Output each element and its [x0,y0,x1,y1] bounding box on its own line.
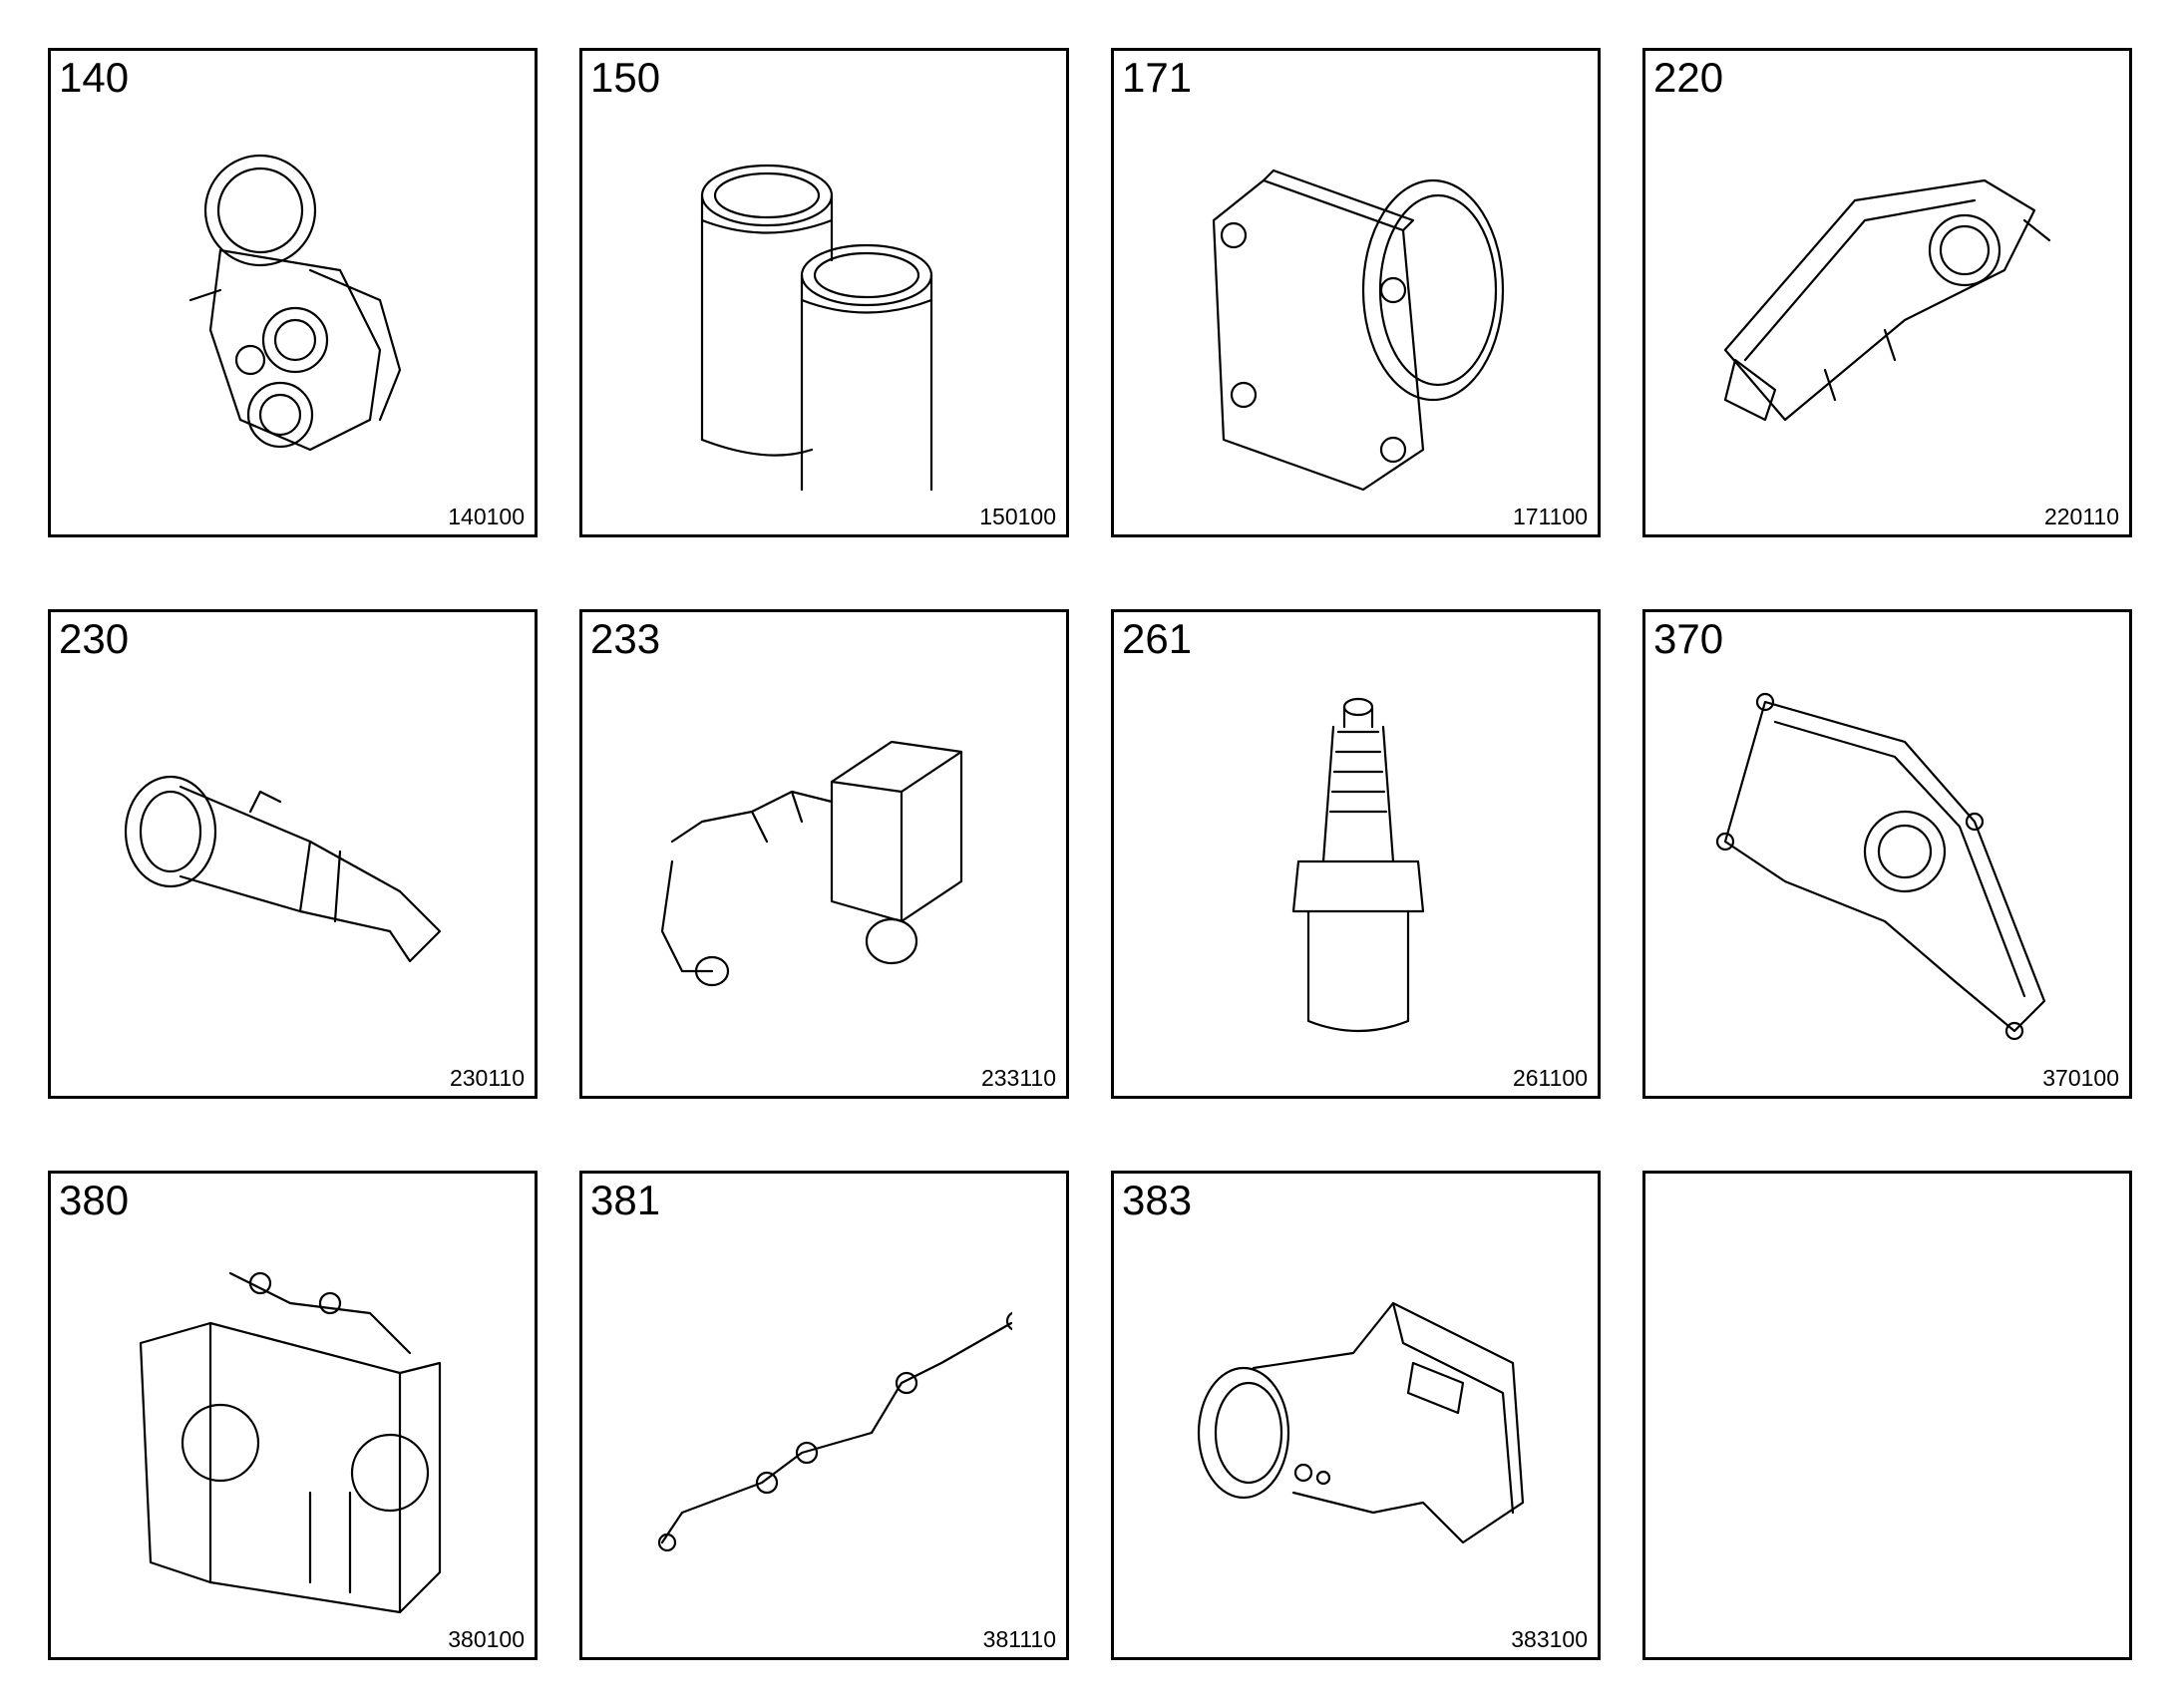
part-code: 383 [1122,1177,1193,1223]
part-cell-383[interactable]: 383 383100 [1111,1171,1601,1660]
part-code: 150 [590,54,661,101]
part-code: 140 [59,54,130,101]
part-code: 261 [1122,615,1193,662]
part-code: 220 [1653,54,1724,101]
spark-plug-icon [1174,682,1544,1052]
part-cell-150[interactable]: 150 150100 [579,48,1069,537]
part-cell-381[interactable]: 381 381110 [579,1171,1069,1660]
part-ref-number: 150100 [979,504,1056,529]
part-ref-number: 370100 [2042,1065,2119,1091]
part-ref-number: 261100 [1512,1065,1588,1091]
part-ref-number: 140100 [448,504,525,529]
part-cell-140[interactable]: 140 140100 [48,48,538,537]
part-code: 381 [590,1177,661,1223]
part-cell-261[interactable]: 261 261100 [1111,609,1601,1099]
part-cell-370[interactable]: 370 370100 [1642,609,2132,1099]
part-cell-220[interactable]: 220 220110 [1642,48,2132,537]
part-code: 171 [1122,54,1193,101]
oil-filters-icon [642,121,1012,521]
intake-pipe-icon [111,682,481,1052]
part-ref-number: 383100 [1511,1626,1588,1652]
cover-plate-icon [1174,121,1544,492]
part-ref-number: 220110 [2043,504,2119,529]
part-code: 233 [590,615,661,662]
timing-cover-icon [1705,682,2075,1052]
gear-pump-icon [111,121,481,491]
part-cell-380[interactable]: 380 380100 [48,1171,538,1660]
part-ref-number: 380100 [448,1626,525,1652]
part-code: 230 [59,615,130,662]
part-code: 370 [1653,615,1724,662]
part-ref-number: 171100 [1512,504,1588,529]
part-cell-171[interactable]: 171 171100 [1111,48,1601,537]
elbow-housing-icon [1174,1243,1544,1613]
part-cell-230[interactable]: 230 230110 [48,609,538,1099]
intake-manifold-icon [1705,121,2075,491]
wiring-harness-icon [642,1243,1027,1613]
part-ref-number: 233110 [980,1065,1056,1091]
part-cell-233[interactable]: 233 233110 [579,609,1069,1099]
part-ref-number: 230110 [449,1065,525,1091]
throttle-body-icon [111,1243,481,1614]
part-code: 380 [59,1177,130,1223]
part-ref-number: 381110 [982,1626,1056,1652]
part-cell-empty [1642,1171,2132,1660]
intercooler-assembly-icon [642,682,1012,1052]
